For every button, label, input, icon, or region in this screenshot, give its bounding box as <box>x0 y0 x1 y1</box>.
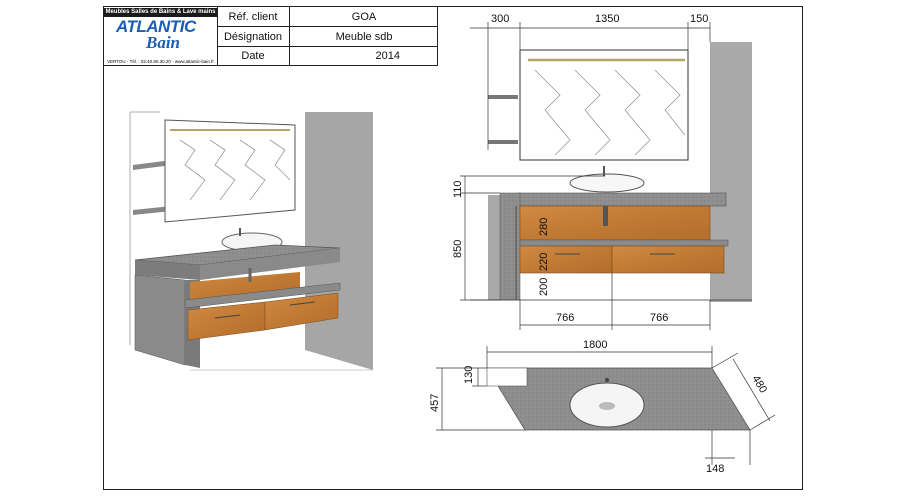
front-upper-drawer <box>519 205 711 241</box>
top-view: 1800 457 130 480 148 <box>429 339 776 475</box>
front-mirror <box>519 49 689 161</box>
title-block: Meubles Salles de Bains & Lave mains ATL… <box>103 6 438 66</box>
front-dimension-lines <box>460 22 711 330</box>
top-dimension-lines <box>436 346 776 465</box>
dim-drawer-upper: 280 <box>538 218 550 236</box>
designation-label: Désignation <box>217 27 290 47</box>
date-value: 2014 <box>375 50 400 62</box>
perspective-view <box>129 111 373 371</box>
ref-client-value: GOA <box>290 7 438 27</box>
dim-total-height: 850 <box>452 240 464 258</box>
perspective-shelf-lower <box>133 206 172 215</box>
top-faucet <box>605 378 609 382</box>
dim-width-left: 766 <box>556 312 574 324</box>
top-notch <box>486 367 528 387</box>
perspective-drawer-handle-right <box>289 301 316 306</box>
perspective-countertop-side <box>200 248 340 280</box>
logo-contact: VERTOU - Tél. : 02.40.80.30.20 - www.atl… <box>107 59 214 64</box>
front-elevation: 300 1350 150 110 850 280 220 200 766 766 <box>452 13 752 330</box>
front-basin <box>569 173 645 193</box>
perspective-drawer-handle-left <box>214 314 241 319</box>
perspective-mirror <box>164 119 296 223</box>
dim-notch: 130 <box>463 366 475 384</box>
dim-top-left: 300 <box>491 13 509 25</box>
logo-brand-line2: Bain <box>146 33 181 52</box>
front-shelf-lower <box>488 140 518 144</box>
perspective-countertop-front <box>135 260 200 280</box>
perspective-shelf-upper <box>133 160 172 170</box>
dim-basin-height: 110 <box>452 180 464 198</box>
date-label: Date <box>217 47 290 65</box>
front-drawer-left <box>519 245 613 274</box>
drawing-sheet-border <box>103 6 803 490</box>
dim-top-mid: 1350 <box>595 13 619 25</box>
perspective-mirror-reflections <box>179 139 291 201</box>
perspective-wall <box>305 112 373 370</box>
front-drawer-right <box>611 245 725 274</box>
dim-width-right: 766 <box>650 312 668 324</box>
perspective-left-column <box>134 274 186 366</box>
front-drain <box>603 206 608 226</box>
front-stone-shelf <box>519 239 729 247</box>
logo-tagline: Meubles Salles de Bains & Lave mains <box>104 8 217 17</box>
dim-length: 1800 <box>583 339 607 351</box>
front-left-leg <box>499 192 521 301</box>
dim-drawer-lower: 220 <box>538 253 550 271</box>
top-basin-drain <box>599 402 615 410</box>
dim-depth-left: 457 <box>429 394 441 412</box>
front-mirror-reflections <box>534 69 686 156</box>
perspective-drawer-right <box>264 292 339 331</box>
dim-bottom-right: 148 <box>706 463 724 475</box>
ref-client-label: Réf. client <box>217 7 290 27</box>
logo-brand-line1: ATLANTIC <box>116 17 196 36</box>
dim-top-right: 150 <box>690 13 708 25</box>
front-shelf-upper <box>488 95 518 99</box>
front-countertop <box>517 192 727 207</box>
atlantic-bain-logo: Meubles Salles de Bains & Lave mains ATL… <box>104 7 218 65</box>
perspective-stone-shelf <box>184 282 341 309</box>
dim-floor-gap: 200 <box>538 278 550 296</box>
designation-value: Meuble sdb <box>290 27 438 47</box>
